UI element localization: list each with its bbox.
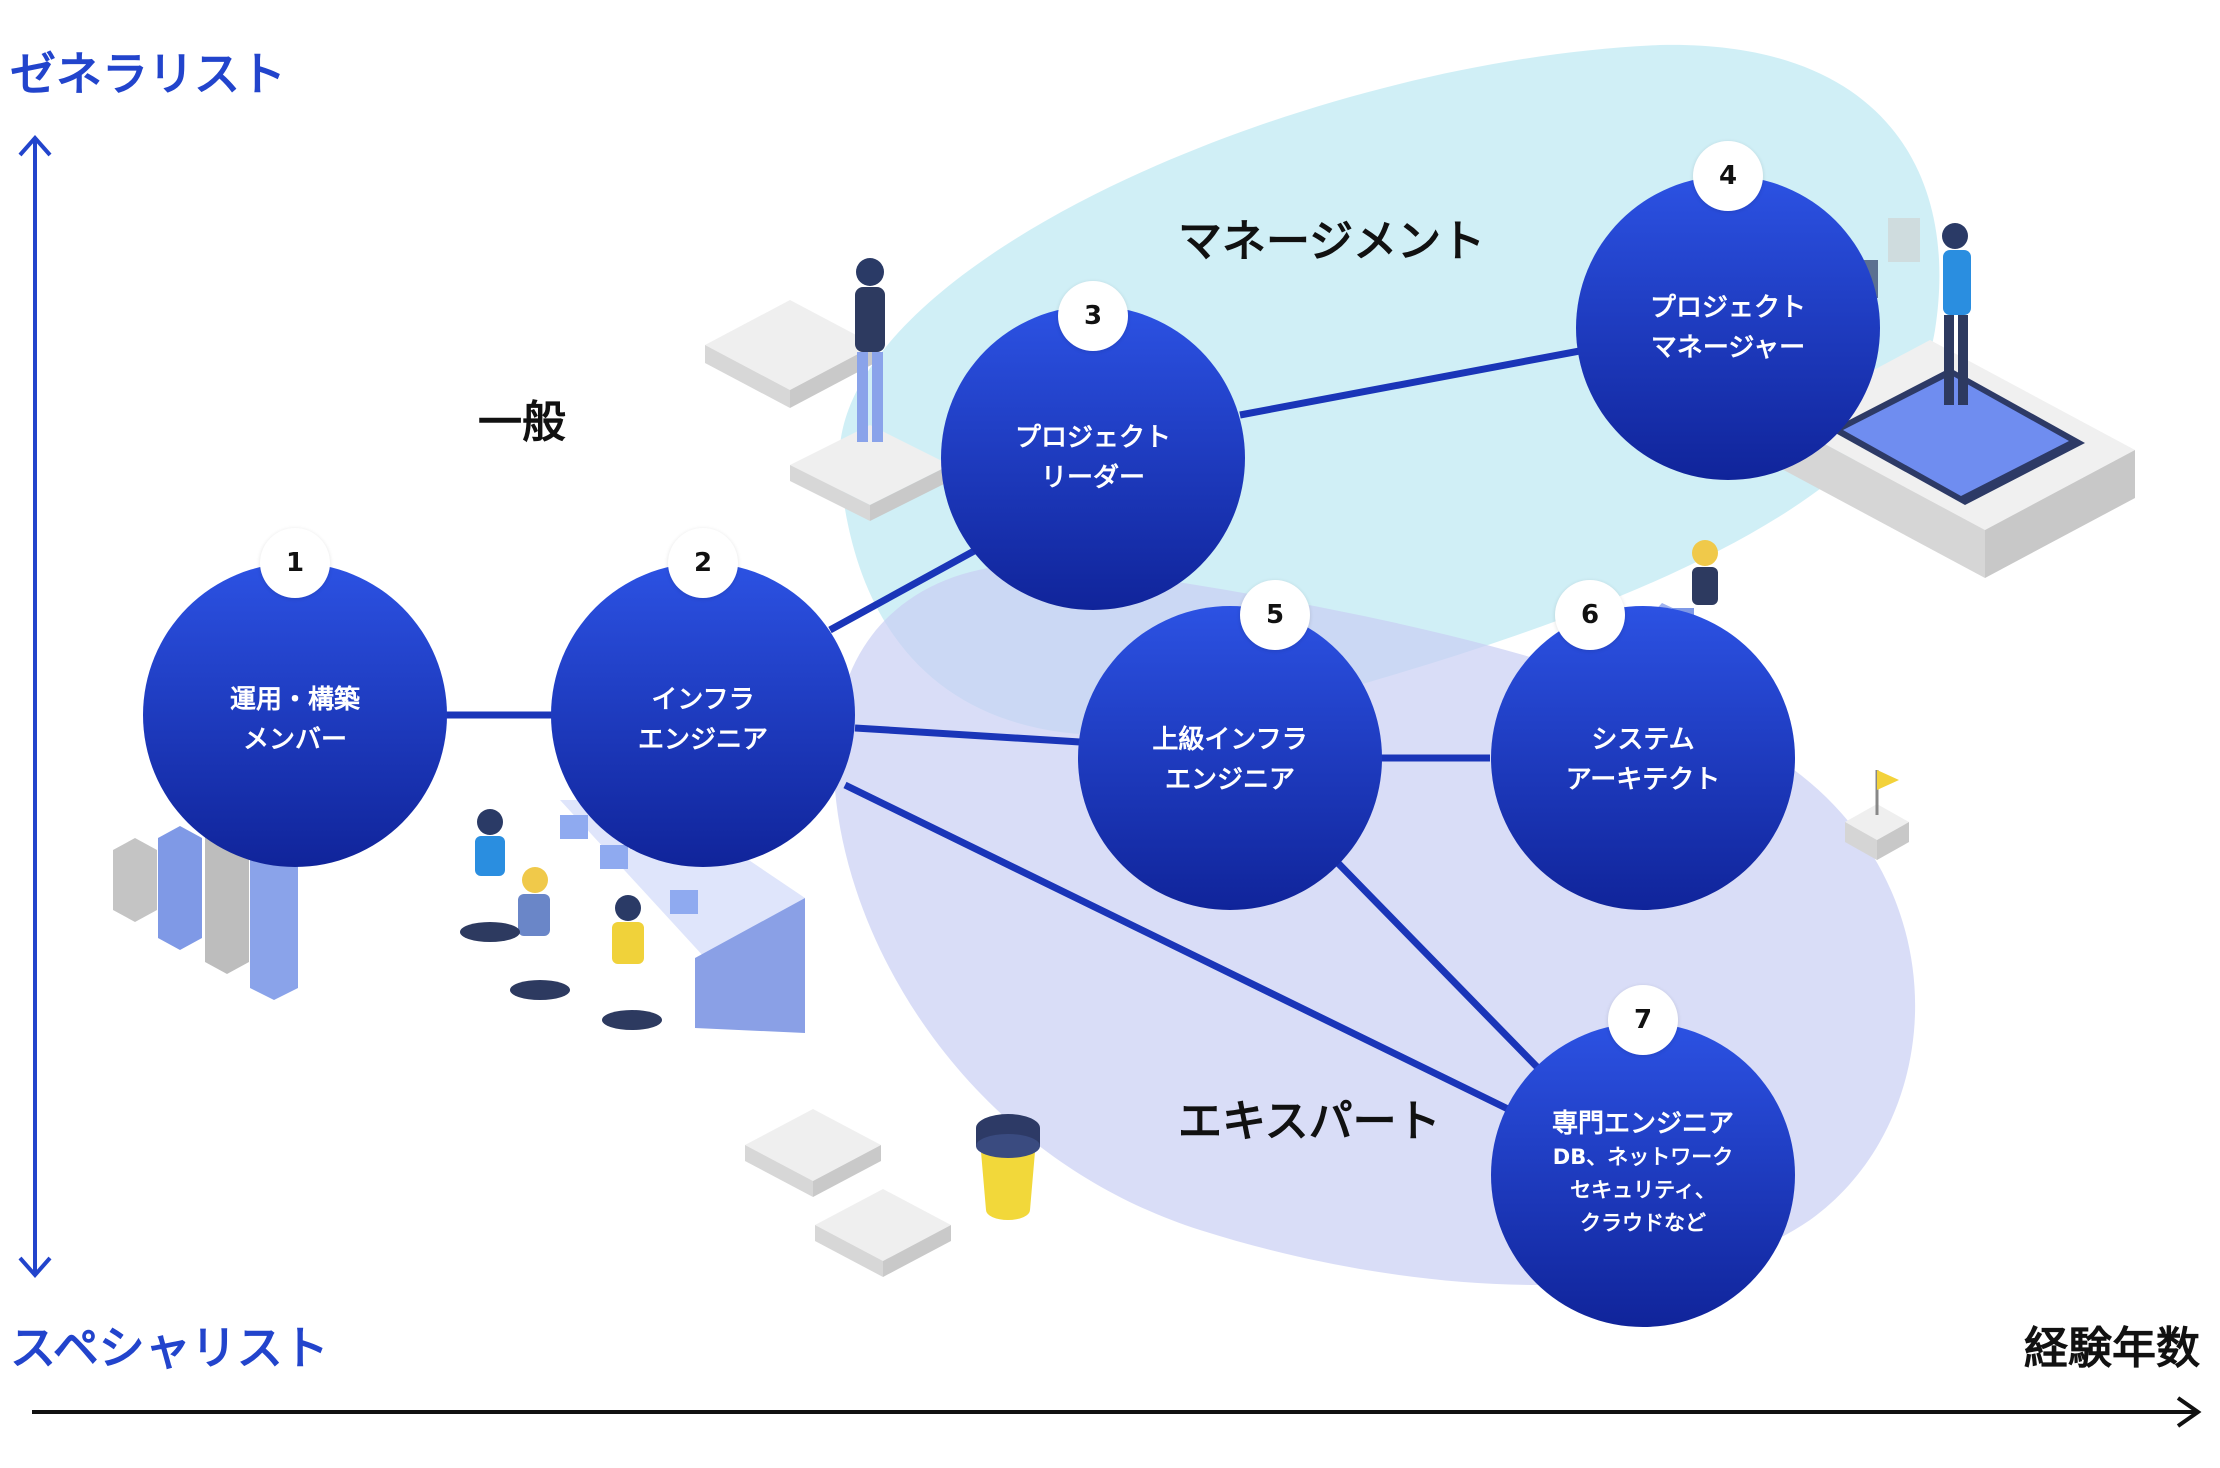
phone-platform-illustration (1780, 218, 2135, 578)
connector-2-7 (843, 781, 1512, 1114)
node-7-line-1: 専門エンジニア (1551, 1109, 1734, 1139)
connectors (445, 346, 1586, 1114)
node-5-number: 5 (1240, 580, 1310, 650)
node-4-line-1: プロジェクト (1649, 293, 1806, 323)
node-3-circle (941, 306, 1245, 610)
standing-person-illustration (855, 258, 885, 442)
node-7-line-3: セキュリティ、 (1570, 1178, 1716, 1202)
connector-2-5 (854, 724, 1081, 746)
node-1-circle (143, 563, 447, 867)
expert-region-title: エキスパート (1178, 1096, 1441, 1147)
node-6-label: システム アーキテクト (1493, 720, 1793, 800)
node-4-label: プロジェクト マネージャー (1578, 288, 1878, 368)
node-4-line-2: マネージャー (1650, 333, 1806, 363)
coffee-cup-illustration (976, 1114, 1040, 1220)
node-3-line-2: リーダー (1040, 463, 1145, 493)
node-2-line-2: エンジニア (637, 725, 768, 755)
general-region-title: 一般 (478, 397, 566, 448)
node-1-line-1: 運用・構築 (229, 685, 360, 715)
node-6-line-1: システム (1591, 725, 1695, 755)
node-2-label: インフラ エンジニア (553, 680, 853, 760)
node-3-label: プロジェクト リーダー (943, 418, 1243, 498)
node-7-label: 専門エンジニア DB、ネットワーク セキュリティ、 クラウドなど (1493, 1108, 1793, 1240)
node-2-circle (551, 563, 855, 867)
node-6-line-2: アーキテクト (1565, 765, 1721, 795)
isometric-blocks (705, 300, 951, 1277)
career-nodes (143, 176, 1880, 1327)
connector-5-7 (1332, 857, 1543, 1073)
node-7-circle (1491, 1023, 1795, 1327)
node-4-number: 4 (1693, 141, 1763, 211)
node-7-line-2: DB、ネットワーク (1552, 1145, 1734, 1169)
management-region-title: マネージメント (1178, 216, 1486, 267)
vertical-axis (18, 134, 52, 1279)
node-1-label: 運用・構築 メンバー (145, 680, 445, 760)
node-6-number: 6 (1555, 580, 1625, 650)
x-axis-label: 経験年数 (2024, 1323, 2200, 1374)
horizontal-axis (32, 1396, 2202, 1428)
node-7-line-4: クラウドなど (1580, 1211, 1706, 1235)
y-axis-bottom-label: スペシャリスト (10, 1321, 329, 1375)
node-6-circle (1491, 606, 1795, 910)
flag-block-illustration (1845, 770, 1909, 860)
node-5-line-1: 上級インフラ (1152, 725, 1308, 755)
y-axis-top-label: ゼネラリスト (10, 47, 286, 101)
node-5-label: 上級インフラ エンジニア (1080, 720, 1380, 800)
node-5-circle (1078, 606, 1382, 910)
node-2-number: 2 (668, 528, 738, 598)
node-1-line-2: メンバー (242, 725, 347, 755)
office-desk-illustration (460, 800, 805, 1033)
node-3-number: 3 (1058, 281, 1128, 351)
node-1-number: 1 (260, 528, 330, 598)
connector-3-4 (1239, 346, 1586, 419)
node-4-circle (1576, 176, 1880, 480)
node-3-line-1: プロジェクト (1014, 423, 1171, 453)
node-5-line-2: エンジニア (1164, 765, 1295, 795)
node-2-line-1: インフラ (651, 685, 755, 715)
node-7-number: 7 (1608, 985, 1678, 1055)
connector-2-3 (828, 541, 987, 634)
